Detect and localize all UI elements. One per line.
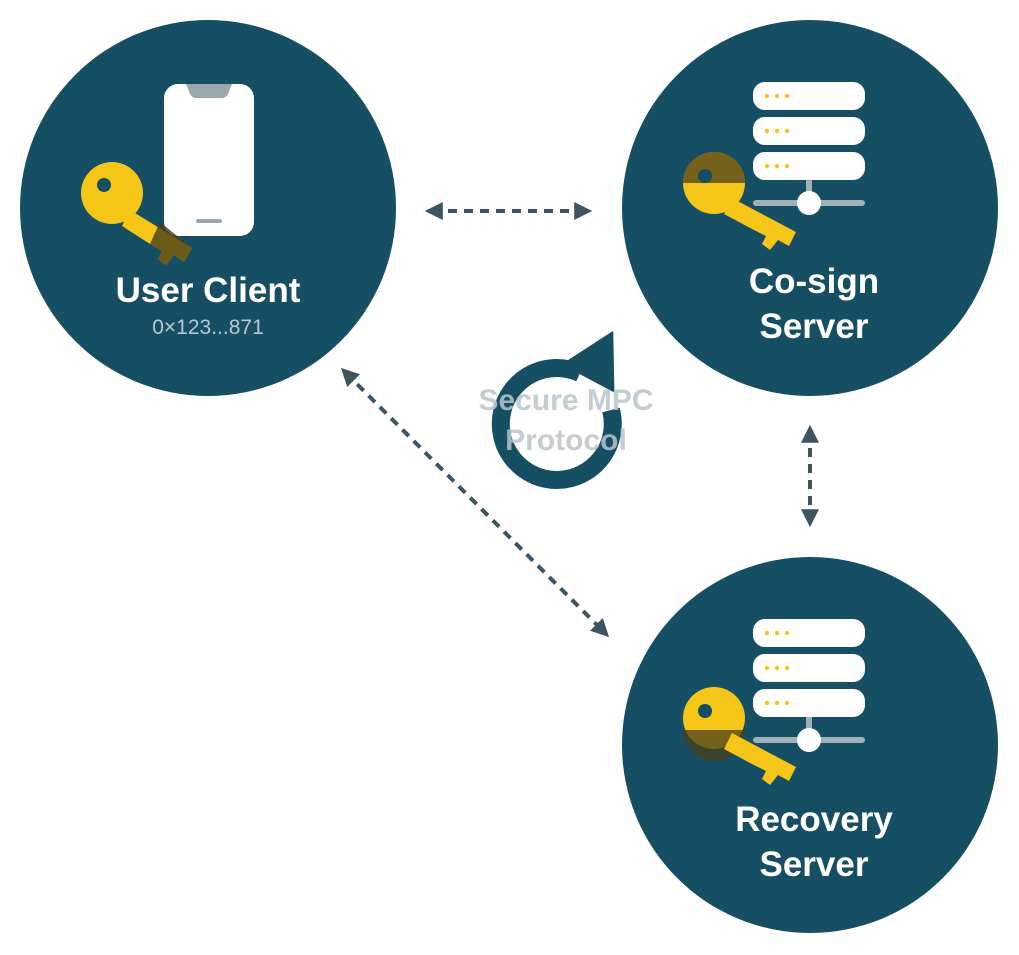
protocol-label-line1: Secure MPC — [478, 384, 653, 417]
protocol-label-line2: Protocol — [505, 424, 627, 457]
phone-icon — [164, 84, 254, 236]
user-client-title: User Client — [116, 271, 301, 310]
key-icon — [683, 687, 796, 785]
cosign-server-title-line2: Server — [760, 307, 869, 346]
user-client-address: 0×123...871 — [152, 316, 264, 339]
cosign-server-title-line1: Co-sign — [749, 262, 879, 301]
recovery-server-node: Recovery Server — [622, 557, 998, 933]
protocol-cycle-icon — [491, 330, 622, 489]
arrow-client-recovery — [340, 367, 610, 638]
recovery-server-title-line2: Server — [760, 845, 869, 884]
cosign-server-node: Co-sign Server — [622, 20, 998, 396]
key-icon — [81, 162, 192, 265]
recovery-server-title-line1: Recovery — [735, 800, 893, 839]
key-icon — [683, 152, 796, 250]
user-client-node: User Client 0×123...871 — [20, 20, 396, 396]
